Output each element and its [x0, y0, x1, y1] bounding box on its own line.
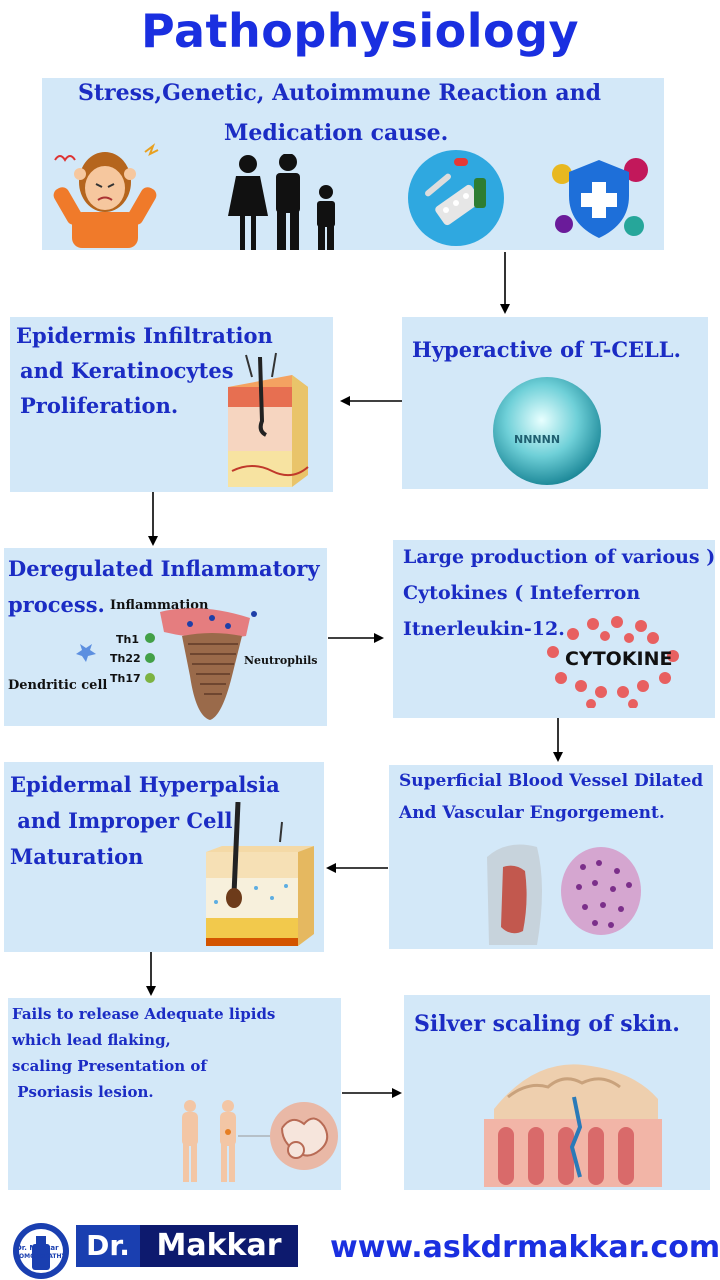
immune-shield-icon [552, 158, 648, 238]
brand-dr: Dr. [76, 1225, 140, 1267]
arrow-down-4 [146, 952, 156, 996]
logo-line1: Dr. Makkar [16, 1244, 59, 1252]
page-title: Pathophysiology [140, 4, 580, 58]
inflammatory-box: Deregulated Inflammatory process. Inflam… [4, 548, 327, 726]
arrow-down-3 [553, 718, 563, 762]
cytokine-badge: CYTOKINE [565, 648, 673, 670]
dendritic-label: Dendritic cell [8, 678, 108, 693]
arrow-down-1 [500, 252, 510, 314]
psoriasis-figures-icon [182, 1100, 338, 1182]
epidermis-line1: Epidermis Infiltration [16, 323, 273, 348]
inflammatory-line2: process. [8, 592, 105, 617]
causes-line1: Stress,Genetic, Autoimmune Reaction and [78, 80, 601, 106]
arrow-down-2 [148, 492, 158, 546]
vessel-box: Superficial Blood Vessel Dilated And Vas… [389, 765, 713, 949]
logo-line2: HOMOEOPATHY [14, 1253, 66, 1260]
arrow-left-2 [326, 863, 388, 873]
lipids-box: Fails to release Adequate lipids which l… [8, 998, 341, 1190]
inflammation-diagram-icon [76, 608, 257, 720]
arrow-left-1 [340, 396, 402, 406]
vessel-line2: And Vascular Engorgement. [399, 803, 665, 823]
lipids-line2: which lead flaking, [12, 1031, 171, 1049]
website-link[interactable]: www.askdrmakkar.com [330, 1230, 720, 1265]
silver-box: Silver scaling of skin. [404, 995, 710, 1190]
cytokine-dots-icon [547, 616, 679, 708]
tcell-label: Hyperactive of T-CELL. [412, 337, 681, 362]
homoeopathy-logo-icon [13, 1223, 69, 1279]
skin-layers-icon [228, 352, 309, 487]
cytokines-line3: Itnerleukin-12. [403, 618, 565, 640]
th1-label: Th1 [116, 633, 139, 646]
arrow-right-2 [342, 1088, 402, 1098]
silver-label: Silver scaling of skin. [414, 1011, 680, 1037]
skin-scaling-icon [484, 1064, 662, 1187]
tcell-badge: NNNNN [514, 433, 561, 446]
cytokines-box: Large production of various ) Cytokines … [393, 540, 715, 718]
epidermis-line2: and Keratinocytes [20, 358, 234, 383]
tcell-box: Hyperactive of T-CELL. NNNNN [402, 317, 708, 489]
stressed-person-icon [53, 143, 159, 248]
brand-block: Dr. Makkar [76, 1225, 298, 1267]
epidermis-box: Epidermis Infiltration and Keratinocytes… [10, 317, 333, 492]
family-icon [228, 154, 335, 250]
lipids-line3: scaling Presentation of [12, 1057, 207, 1075]
neutrophils-label: Neutrophils [244, 654, 318, 667]
causes-box: Stress,Genetic, Autoimmune Reaction and … [42, 78, 664, 250]
causes-line2: Medication cause. [224, 120, 449, 146]
hyperplasia-line3: Maturation [10, 844, 144, 869]
blood-vessel-icon [487, 844, 641, 945]
tcell-sphere-icon [493, 377, 601, 485]
lipids-line1: Fails to release Adequate lipids [12, 1005, 276, 1023]
hyperplasia-line1: Epidermal Hyperpalsia [10, 772, 280, 797]
epidermis-line3: Proliferation. [20, 393, 179, 418]
arrow-right-1 [328, 633, 384, 643]
cytokines-line2: Cytokines ( Inteferron [403, 582, 641, 604]
hyperplasia-box: Epidermal Hyperpalsia and Improper Cell … [4, 762, 324, 952]
vessel-line1: Superficial Blood Vessel Dilated [399, 771, 704, 791]
th17-label: Th17 [110, 672, 141, 685]
skin-hair-icon [206, 802, 314, 946]
medication-icon [408, 150, 504, 246]
brand-name: Makkar [140, 1225, 298, 1267]
lipids-line4: Psoriasis lesion. [12, 1083, 154, 1101]
inflammatory-line1: Deregulated Inflammatory [8, 556, 320, 581]
th22-label: Th22 [110, 652, 141, 665]
hyperplasia-line2: and Improper Cell [10, 808, 233, 833]
cytokines-line1: Large production of various ) [403, 546, 716, 568]
